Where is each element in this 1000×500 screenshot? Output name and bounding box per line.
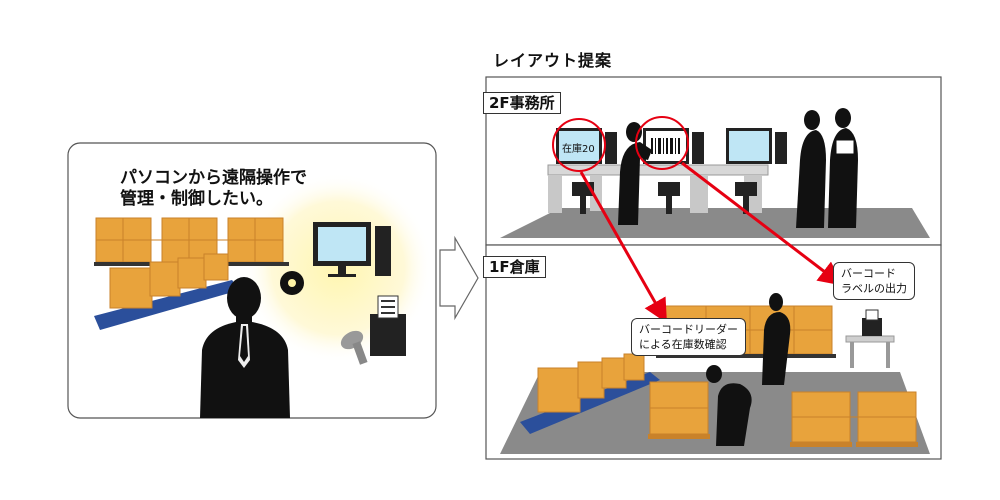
barcode-scanner-icon — [340, 330, 368, 365]
floor1-label: 1F倉庫 — [483, 256, 546, 278]
layout-title: レイアウト提案 — [493, 51, 613, 70]
callout-reader-line-2: による在庫数確認 — [639, 338, 727, 351]
stock-screen-highlight — [552, 118, 606, 172]
wish-line-1: パソコンから遠隔操作で — [120, 168, 307, 188]
warehouse-workers — [706, 293, 791, 446]
pallet-boxes — [648, 381, 918, 447]
callout-label-line-2: ラベルの出力 — [841, 282, 907, 295]
barcode-screen-highlight — [635, 116, 689, 170]
wish-line-2: 管理・制御したい。 — [120, 189, 273, 209]
office-desks — [547, 128, 787, 214]
warehouse-printer — [845, 309, 895, 368]
businessman-silhouette — [200, 277, 290, 418]
floor2-floor — [500, 208, 930, 238]
conveyor-left — [94, 253, 240, 330]
label-printer-icon — [370, 295, 406, 356]
callout-barcode-reader: バーコードリーダー による在庫数確認 — [631, 318, 746, 356]
office-workers — [618, 108, 858, 228]
monitor-icon — [313, 222, 391, 277]
wish-statement: パソコンから遠隔操作で 管理・制御したい。 — [120, 168, 307, 210]
arrow-stock-to-reader — [579, 171, 667, 324]
gear-icon — [280, 271, 304, 295]
stock-screen-text: 在庫20 — [562, 144, 595, 155]
conveyor-right — [520, 353, 660, 434]
floor2-label: 2F事務所 — [483, 92, 561, 114]
callout-barcode-label: バーコード ラベルの出力 — [833, 262, 915, 300]
callout-reader-line-1: バーコードリーダー — [639, 323, 738, 336]
callout-label-line-1: バーコード — [841, 267, 896, 280]
transition-arrow — [439, 235, 479, 321]
arrow-barcode-to-printer — [681, 161, 843, 286]
